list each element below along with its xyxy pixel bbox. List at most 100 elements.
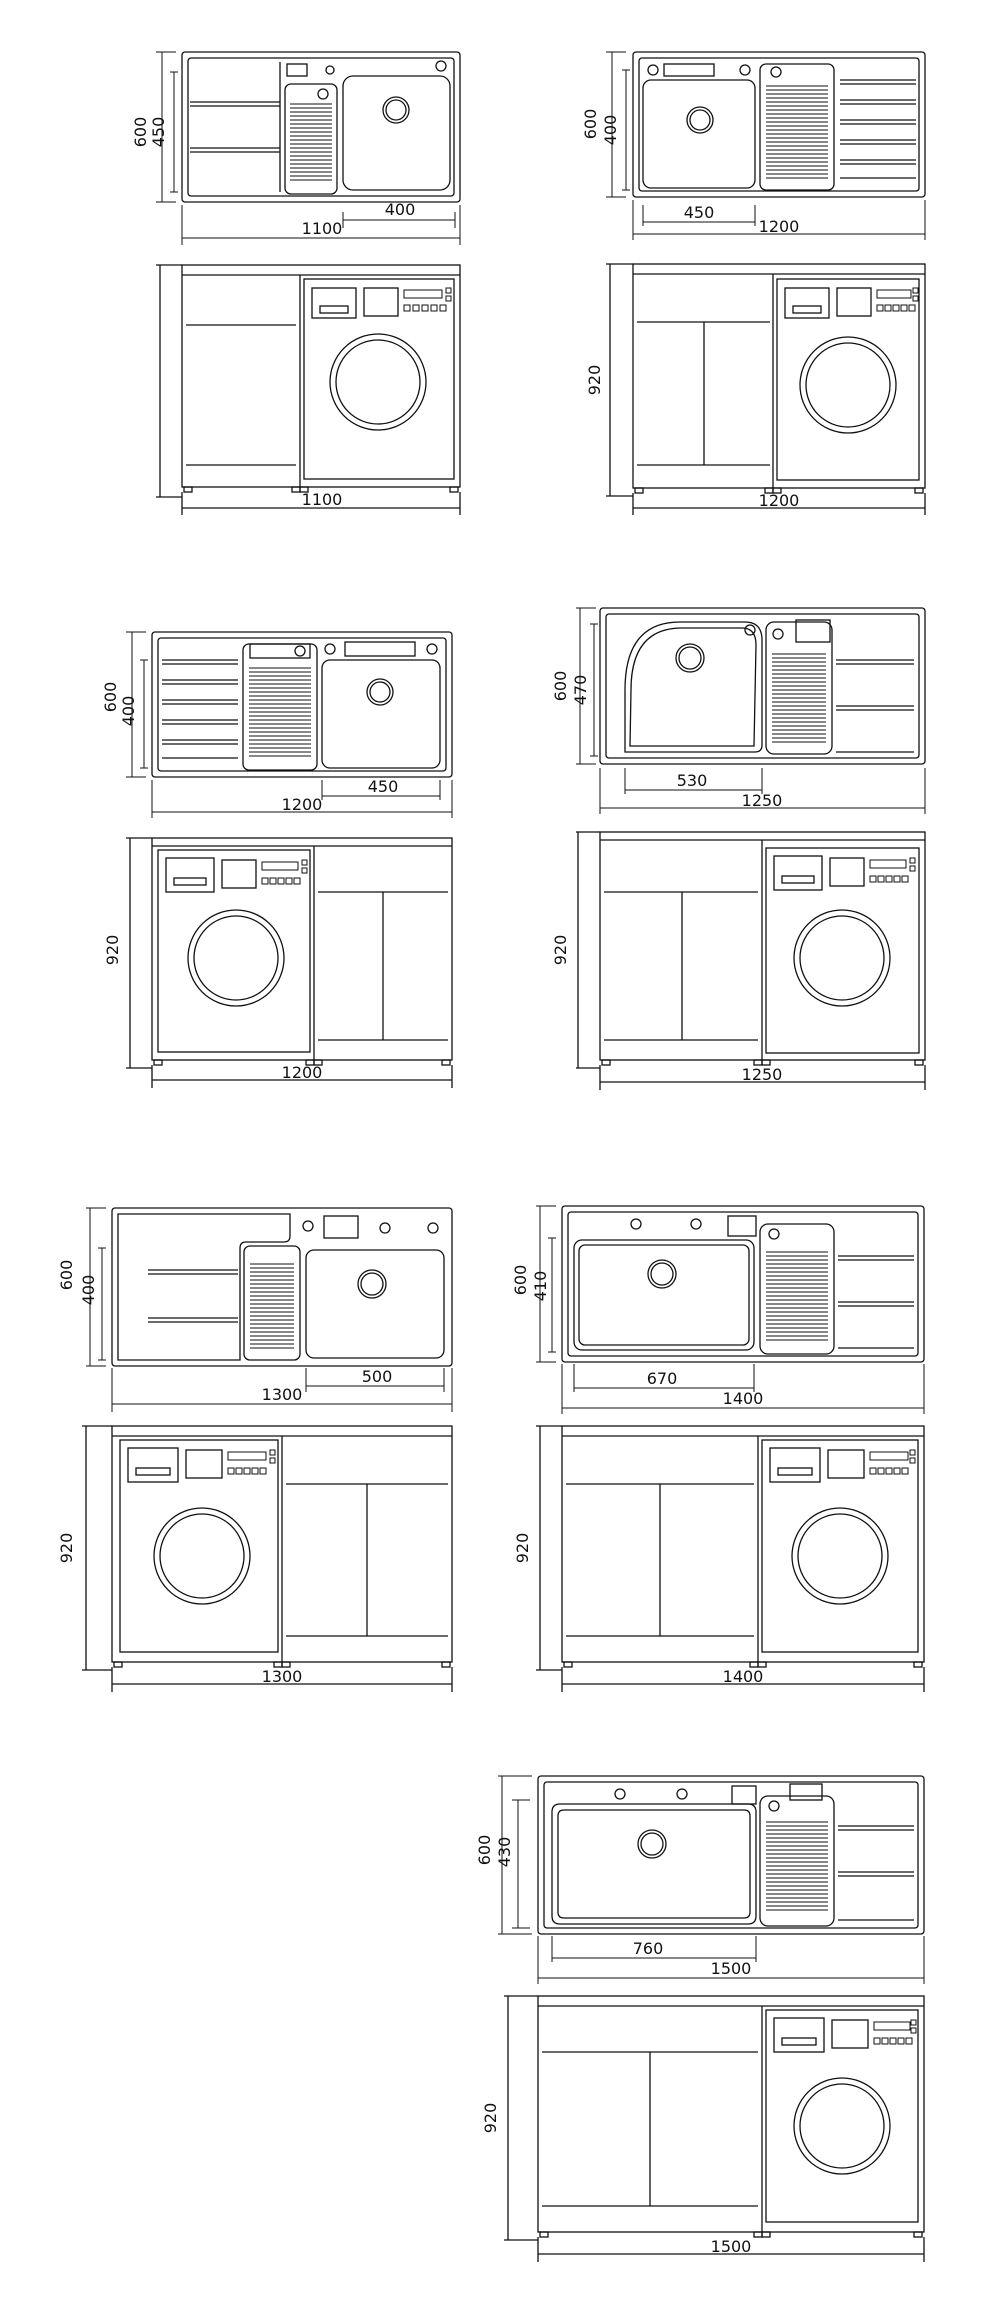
washing-machine <box>303 278 455 480</box>
elevation-width-label: 1250 <box>742 1065 783 1084</box>
washing-machine <box>119 1439 279 1653</box>
dimension-lines <box>606 51 926 240</box>
elevation-view <box>126 837 453 1088</box>
control-buttons <box>403 287 452 312</box>
unit-1100 <box>156 51 461 515</box>
control-display <box>185 1449 223 1479</box>
plan-view <box>536 1205 925 1414</box>
elevation-view <box>82 1425 453 1692</box>
detergent-drawer <box>769 1447 821 1483</box>
unit-1500 <box>498 1775 925 2262</box>
plan-width-label: 1300 <box>262 1385 303 1404</box>
plan-inner-label: 470 <box>571 675 590 706</box>
unit-1300-labels: 600 400 500 1300 920 1300 <box>57 1260 392 1686</box>
elevation-width-label: 1100 <box>302 490 343 509</box>
control-display <box>363 287 399 317</box>
dimension-lines <box>86 1207 453 1412</box>
sink-bowl <box>321 659 441 769</box>
dimension-lines <box>576 607 926 814</box>
plan-depth-label: 600 <box>581 109 600 140</box>
plan-depth-label: 600 <box>57 1260 76 1291</box>
washing-machine <box>761 1439 919 1653</box>
detergent-drawer <box>773 855 823 891</box>
plan-sink-label: 530 <box>677 771 708 790</box>
elevation-height-label: 920 <box>585 365 604 396</box>
plan-sink-label: 670 <box>647 1369 678 1388</box>
plan-view <box>498 1775 925 1984</box>
control-buttons <box>227 1449 276 1475</box>
plan-inner-label: 400 <box>119 696 138 727</box>
elevation-view <box>536 1425 925 1692</box>
unit-1200-b-labels: 600 400 450 1200 920 1200 <box>101 682 398 1082</box>
dimension-lines <box>126 631 453 818</box>
plan-inner-label: 400 <box>79 1275 98 1306</box>
unit-1400-labels: 600 410 670 1400 920 1400 <box>511 1265 763 1686</box>
unit-1400 <box>536 1205 925 1692</box>
plan-inner-label: 400 <box>601 115 620 146</box>
faucet-plate <box>663 63 715 77</box>
detergent-drawer <box>127 1447 179 1483</box>
sink-bowl <box>551 1803 757 1925</box>
plan-width-label: 1200 <box>759 217 800 236</box>
control-buttons <box>876 287 919 312</box>
elevation-view <box>156 264 461 515</box>
unit-1200-b <box>126 631 453 1088</box>
elevation-view <box>606 263 926 515</box>
dimension-lines <box>536 1205 925 1414</box>
control-display <box>827 1449 865 1479</box>
plan-inner-label: 430 <box>495 1837 514 1868</box>
washer-door <box>791 1507 889 1605</box>
plan-inner-label: 450 <box>149 117 168 148</box>
plan-view <box>606 51 926 240</box>
plan-depth-label: 600 <box>511 1265 530 1296</box>
plan-width-label: 1100 <box>302 219 343 238</box>
dimension-lines <box>498 1775 925 1984</box>
washer-door <box>793 2077 891 2175</box>
control-display <box>221 859 257 889</box>
washer-door <box>799 336 897 434</box>
unit-1100-labels: 600 450 400 1100 1100 <box>131 117 415 509</box>
control-buttons <box>261 859 308 885</box>
plan-depth-label: 600 <box>131 117 150 148</box>
washing-machine <box>157 849 311 1053</box>
dimension-lines <box>156 51 461 245</box>
soap-tray-icon <box>323 1215 359 1239</box>
elevation-height-label: 920 <box>481 2103 500 2134</box>
detergent-drawer <box>165 857 215 893</box>
drain-icon <box>317 88 329 100</box>
plan-view <box>576 607 926 814</box>
washer-door <box>793 909 891 1007</box>
plan-view <box>156 51 461 245</box>
washboard-ribs <box>290 103 332 181</box>
plan-sink-label: 500 <box>362 1367 393 1386</box>
plan-depth-label: 600 <box>475 1835 494 1866</box>
control-buttons <box>869 1449 916 1475</box>
washer-door <box>187 909 285 1007</box>
unit-1250-labels: 600 470 530 1250 920 1250 <box>551 671 782 1084</box>
control-display <box>829 857 865 887</box>
detergent-drawer <box>784 287 830 319</box>
washboard-ribs <box>766 85 828 179</box>
sink-bowl <box>305 1249 445 1359</box>
washing-machine <box>776 278 920 481</box>
control-display <box>836 287 872 317</box>
plan-sink-label: 450 <box>368 777 399 796</box>
plan-view <box>126 631 453 818</box>
control-buttons <box>873 2019 917 2045</box>
unit-1300 <box>82 1207 453 1692</box>
plan-width-label: 1200 <box>282 795 323 814</box>
unit-1500-labels: 600 430 760 1500 920 1500 <box>475 1835 751 2256</box>
plan-sink-label: 400 <box>385 200 416 219</box>
control-display <box>831 2019 869 2049</box>
plan-width-label: 1500 <box>711 1959 752 1978</box>
plan-width-label: 1400 <box>723 1389 764 1408</box>
control-buttons <box>869 857 916 883</box>
sink-bowl <box>642 79 756 189</box>
elevation-width-label: 1400 <box>723 1667 764 1686</box>
unit-1250 <box>576 607 926 1090</box>
washboard-ribs <box>766 1821 828 1911</box>
elevation-width-label: 1200 <box>759 491 800 510</box>
washboard-ribs <box>250 1263 294 1349</box>
soap-tray-icon <box>731 1785 757 1805</box>
detergent-drawer <box>311 287 357 319</box>
